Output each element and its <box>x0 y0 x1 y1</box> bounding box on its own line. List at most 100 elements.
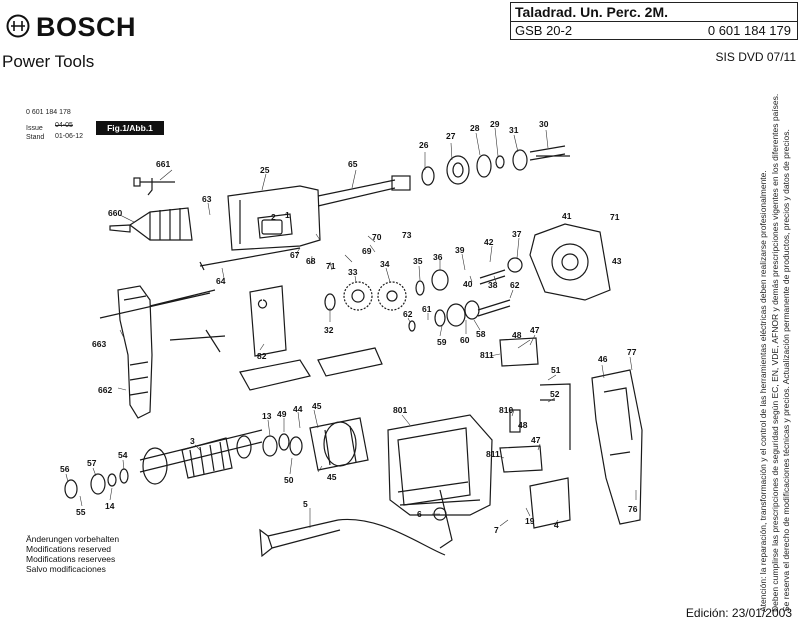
callout-43: 43 <box>612 256 622 266</box>
callout-51: 51 <box>551 365 561 375</box>
note-line: Salvo modificaciones <box>26 564 106 574</box>
callout-54: 54 <box>118 450 128 460</box>
callout-801: 801 <box>393 405 408 415</box>
callout-70: 70 <box>372 232 382 242</box>
callout-6: 6 <box>417 509 422 519</box>
callout-30: 30 <box>539 119 549 129</box>
callout-46: 46 <box>598 354 608 364</box>
callout-56: 56 <box>60 464 70 474</box>
callout-31: 31 <box>509 125 519 135</box>
shift-parts-drawing <box>408 299 511 332</box>
callout-32: 32 <box>324 325 334 335</box>
issue-value: 04-05 <box>55 122 73 129</box>
callout-35: 35 <box>413 256 423 266</box>
gearbox-cover-drawing <box>529 223 611 301</box>
tool-title: Taladrad. Un. Perc. 2M. <box>515 4 669 20</box>
callout-47: 47 <box>530 325 540 335</box>
callout-37: 37 <box>512 229 522 239</box>
note-line: Änderungen vorbehalten <box>26 534 120 544</box>
callout-64: 64 <box>216 276 226 286</box>
callout-3: 3 <box>190 436 195 446</box>
leader-lines <box>65 127 637 528</box>
callout-69: 69 <box>362 246 372 256</box>
callout-14: 14 <box>105 501 115 511</box>
callout-27: 27 <box>446 131 456 141</box>
callout-57: 57 <box>87 458 97 468</box>
field-winding-drawing <box>309 417 369 471</box>
callout-82: 82 <box>257 351 267 361</box>
callout-34: 34 <box>380 259 390 269</box>
callout-59: 59 <box>437 337 447 347</box>
callout-62b: 62 <box>403 309 413 319</box>
callout-19: 19 <box>525 516 535 526</box>
callout-41: 41 <box>562 211 572 221</box>
callout-26: 26 <box>419 140 429 150</box>
callout-76: 76 <box>628 504 638 514</box>
callout-48b: 48 <box>518 420 528 430</box>
callout-662: 662 <box>98 385 113 395</box>
chuck-key-drawing <box>133 177 175 196</box>
chuck-drawing <box>109 207 193 241</box>
callout-811b: 811 <box>486 449 500 459</box>
callout-33: 33 <box>348 267 358 277</box>
side-notice-line: Se reserva el derecho de modificaciones … <box>781 129 791 612</box>
callout-67: 67 <box>290 250 300 260</box>
armature-drawing <box>139 429 263 485</box>
switch-drawing <box>499 337 571 529</box>
bosch-logo-icon <box>6 14 30 38</box>
handle-housing-drawing <box>591 369 643 525</box>
callout-660: 660 <box>108 208 123 218</box>
callout-62: 62 <box>510 280 520 290</box>
callout-61: 61 <box>422 304 432 314</box>
doc-number: 0 601 184 178 <box>26 109 71 116</box>
callout-663: 663 <box>92 339 107 349</box>
callout-45: 45 <box>312 401 322 411</box>
callout-810: 810 <box>499 405 514 415</box>
callout-63: 63 <box>202 194 212 204</box>
rear-bearings-drawing <box>262 433 303 457</box>
title-box: Taladrad. Un. Perc. 2M. GSB 20-2 0 601 1… <box>510 2 798 40</box>
callout-60: 60 <box>460 335 470 345</box>
callout-73: 73 <box>402 230 412 240</box>
callout-42: 42 <box>484 237 494 247</box>
stand-label: Stand <box>26 134 45 141</box>
callout-50: 50 <box>284 475 294 485</box>
front-bearings-drawing <box>64 468 129 499</box>
callout-661: 661 <box>156 159 171 169</box>
brand-name: BOSCH <box>36 12 137 42</box>
callout-45b: 45 <box>327 472 337 482</box>
callout-77: 77 <box>627 347 637 357</box>
side-notice-line: Atención: la reparación, transformación … <box>758 170 768 612</box>
auxiliary-handle-drawing <box>99 285 226 419</box>
note-line: Modifications reservees <box>26 554 116 564</box>
callout-28: 28 <box>470 123 480 133</box>
figure-label: Fig.1/Abb.1 <box>96 121 164 135</box>
callout-58: 58 <box>476 329 486 339</box>
sis-code: SIS DVD 07/11 <box>715 50 796 64</box>
tool-part-number: 0 601 184 179 <box>707 23 791 38</box>
motor-housing-drawing <box>387 414 493 549</box>
modification-notes: Änderungen vorbehalten Modifications res… <box>26 534 119 574</box>
callout-2: 2 <box>271 212 276 222</box>
side-notice-line: Deben cumplirse las prescripciones de se… <box>769 93 780 612</box>
callout-811: 811 <box>480 350 494 360</box>
callout-52: 52 <box>550 389 560 399</box>
screw-64-drawing <box>199 247 301 271</box>
issue-label: Issue <box>26 125 43 132</box>
callout-48: 48 <box>512 330 522 340</box>
label-plates-drawing <box>239 347 383 391</box>
brand-subtitle: Power Tools <box>2 52 95 71</box>
callout-29: 29 <box>490 119 500 129</box>
callout-71b: 71 <box>610 212 620 222</box>
callout-68: 68 <box>306 256 316 266</box>
callout-39: 39 <box>455 245 465 255</box>
tool-model: GSB 20-2 <box>515 23 573 38</box>
power-cord-drawing <box>259 518 446 558</box>
callout-36: 36 <box>433 252 443 262</box>
callout-25: 25 <box>260 165 270 175</box>
callout-71: 71 <box>326 261 336 271</box>
callout-65: 65 <box>348 159 358 169</box>
callout-38: 38 <box>488 280 498 290</box>
callout-5: 5 <box>303 499 308 509</box>
